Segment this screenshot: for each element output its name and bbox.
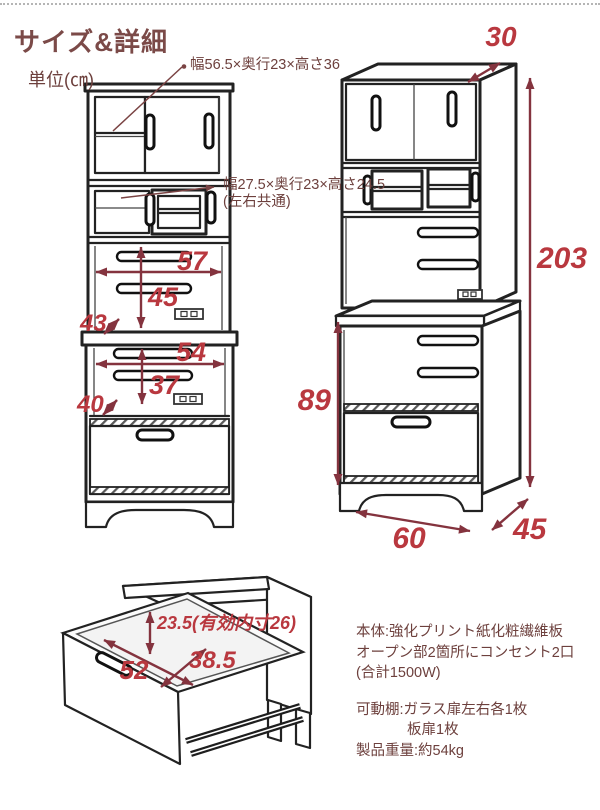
outlet-icon <box>457 289 483 300</box>
front-sliding-door-section <box>93 95 221 175</box>
dim-front-upper-depth: 43 <box>79 310 107 337</box>
callout-mid-line2: (左右共通) <box>223 194 291 210</box>
side-drawer <box>338 403 484 513</box>
front-glass-door-section <box>93 188 217 236</box>
dim-front-upper-width: 57 <box>177 246 209 276</box>
drawer-slide-rails <box>185 703 304 757</box>
outlet-icon <box>174 308 204 320</box>
callout-mid-cabinet: 幅27.5×奥行23×高さ24.5 (左右共通) <box>223 177 385 211</box>
dim-side-width: 60 <box>392 522 426 555</box>
dim-front-lower-width: 54 <box>176 337 206 367</box>
dim-front-lower-depth: 40 <box>76 391 104 418</box>
side-open-section-upper <box>345 217 483 304</box>
callout-upper-cabinet: 幅56.5×奥行23×高さ36 <box>190 57 340 73</box>
spec-shelf: 可動棚:ガラス扉左右各1枚 <box>356 701 528 718</box>
drawer-detail-diagram: 23.5(有効内寸26) 52 38.5 <box>60 575 313 766</box>
dim-drawer-inner-depth: 38.5 <box>189 647 236 674</box>
dim-side-depth: 45 <box>512 513 548 546</box>
side-sliding-door-section <box>344 82 478 162</box>
dim-front-upper-height: 45 <box>147 282 179 312</box>
spec-body-material: 本体:強化プリント紙化粧繊維板 <box>356 624 564 640</box>
dim-front-lower-height: 37 <box>149 370 181 400</box>
product-spec-text: 本体:強化プリント紙化粧繊維板 オープン部2箇所にコンセント2口 (合計1500… <box>356 622 574 761</box>
side-view-diagram: 30 203 89 60 45 <box>298 21 588 555</box>
side-glass-door-section <box>362 167 481 211</box>
front-view-diagram: 57 45 43 54 37 40 <box>76 64 239 529</box>
dim-side-lower-height: 89 <box>298 384 332 417</box>
spec-shelf-door: 板扉1枚 <box>407 722 459 738</box>
side-open-section-lower <box>343 330 480 404</box>
spec-outlet: オープン部2箇所にコンセント2口 <box>356 644 575 661</box>
front-drawer <box>84 418 235 529</box>
dim-side-total-height: 203 <box>536 242 587 275</box>
spec-weight: 製品重量:約54kg <box>356 742 464 759</box>
top-dotted-divider <box>0 3 600 5</box>
callout-mid-line1: 幅27.5×奥行23×高さ24.5 <box>223 177 386 193</box>
page-title: サイズ&詳細 <box>14 27 168 57</box>
dim-drawer-inner-width: 52 <box>120 655 149 685</box>
spec-wattage: (合計1500W) <box>356 665 441 681</box>
outlet-icon <box>173 393 203 405</box>
front-open-section-lower <box>88 347 231 418</box>
unit-label: 単位(㎝) <box>28 70 94 90</box>
dim-side-top-depth: 30 <box>485 21 517 52</box>
dim-drawer-inner-height: 23.5(有効内寸26) <box>156 613 296 633</box>
front-open-section-upper <box>94 246 223 330</box>
